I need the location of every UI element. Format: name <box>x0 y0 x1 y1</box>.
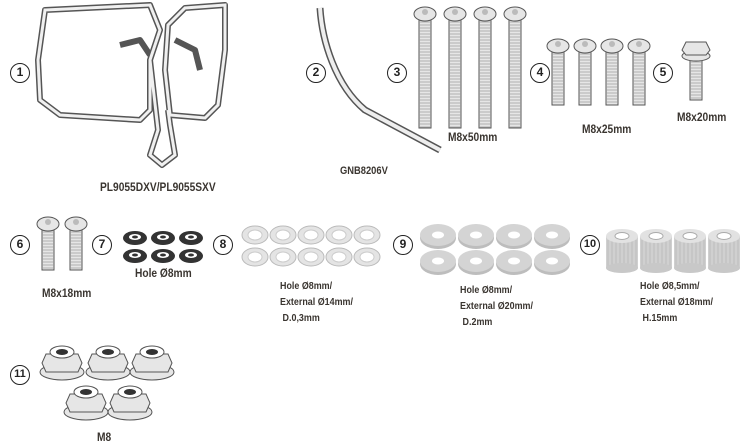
thin-washer <box>353 225 381 245</box>
item-number-6: 6 <box>10 235 30 255</box>
label-side-frames: PL9055DXV/PL9055SXV <box>100 180 216 194</box>
thin-washer <box>269 225 297 245</box>
bolt-m8x50 <box>443 6 467 129</box>
thick-washer <box>420 224 456 249</box>
spacer <box>640 229 672 273</box>
bolt-m8x50 <box>473 6 497 129</box>
spacer <box>674 229 706 273</box>
bolt-m8x25 <box>627 38 651 106</box>
label-line: H.15mm <box>642 312 678 324</box>
item-number-5: 5 <box>653 63 673 83</box>
thick-washer <box>534 224 570 249</box>
thin-washer <box>325 247 353 267</box>
item-number-3: 3 <box>387 63 407 83</box>
thick-washer <box>458 224 494 249</box>
label-spacer: Hole Ø8,5mm/ External Ø18mm/ H.15mm <box>640 278 713 326</box>
label-thin-washer: Hole Ø8mm/ External Ø14mm/ D.0,3mm <box>280 278 353 326</box>
flange-nut-m8 <box>107 385 153 421</box>
label-bolt-m8x50: M8x50mm <box>448 130 498 144</box>
bolt-m8x25 <box>546 38 570 106</box>
label-line: D.2mm <box>462 316 493 328</box>
thin-washer <box>241 247 269 267</box>
spacer <box>606 229 638 273</box>
flange-nut-m8 <box>63 385 109 421</box>
label-bolt-m8x20: M8x20mm <box>677 110 727 124</box>
bolt-m8x50 <box>413 6 437 129</box>
label-bolt-m8x18: M8x18mm <box>42 286 92 300</box>
label-line: Hole Ø8mm/ <box>280 280 333 292</box>
spacer <box>708 229 740 273</box>
item-number-10: 10 <box>580 235 600 255</box>
label-line: External Ø14mm/ <box>280 296 353 308</box>
item-number-7: 7 <box>92 235 112 255</box>
label-line: Hole Ø8,5mm/ <box>640 280 700 292</box>
lock-washer <box>123 249 147 263</box>
label-thick-washer: Hole Ø8mm/ External Ø20mm/ D.2mm <box>460 282 533 330</box>
item-number-9: 9 <box>393 235 413 255</box>
side-frame-right <box>162 2 228 121</box>
item-number-8: 8 <box>213 235 233 255</box>
thin-washer <box>297 225 325 245</box>
flange-nut-m8 <box>129 345 175 381</box>
thick-washer <box>496 224 532 249</box>
item-number-1: 1 <box>10 63 30 83</box>
support-bar <box>316 7 442 154</box>
lock-washer <box>151 231 175 245</box>
bolt-m8x18 <box>64 216 88 271</box>
thin-washer <box>269 247 297 267</box>
label-line: Hole Ø8mm/ <box>460 284 513 296</box>
item-number-4: 4 <box>530 63 550 83</box>
bolt-m8x18 <box>36 216 60 271</box>
label-bolt-m8x25: M8x25mm <box>582 122 632 136</box>
thick-washer <box>496 250 532 275</box>
item-number-2: 2 <box>306 63 326 83</box>
thin-washer <box>297 247 325 267</box>
thick-washer <box>420 250 456 275</box>
bolt-m8x25 <box>600 38 624 106</box>
label-nut-m8: M8 <box>97 430 112 444</box>
bolt-m8x50 <box>503 6 527 129</box>
thin-washer <box>241 225 269 245</box>
flange-nut-m8 <box>39 345 85 381</box>
thin-washer <box>325 225 353 245</box>
label-line: D.0,3mm <box>282 312 320 324</box>
bolt-m8x25 <box>573 38 597 106</box>
item-number-11: 11 <box>10 365 30 385</box>
label-bar: GNB8206V <box>340 165 388 177</box>
thin-washer <box>353 247 381 267</box>
lock-washer <box>179 249 203 263</box>
thick-washer <box>458 250 494 275</box>
thick-washer <box>534 250 570 275</box>
lock-washer <box>151 249 175 263</box>
flange-nut-m8 <box>85 345 131 381</box>
label-lock-washer: Hole Ø8mm <box>135 266 192 280</box>
label-line: External Ø18mm/ <box>640 296 713 308</box>
lock-washer <box>179 231 203 245</box>
lock-washer <box>123 231 147 245</box>
flange-bolt-m8x20 <box>681 41 711 101</box>
label-line: External Ø20mm/ <box>460 300 533 312</box>
